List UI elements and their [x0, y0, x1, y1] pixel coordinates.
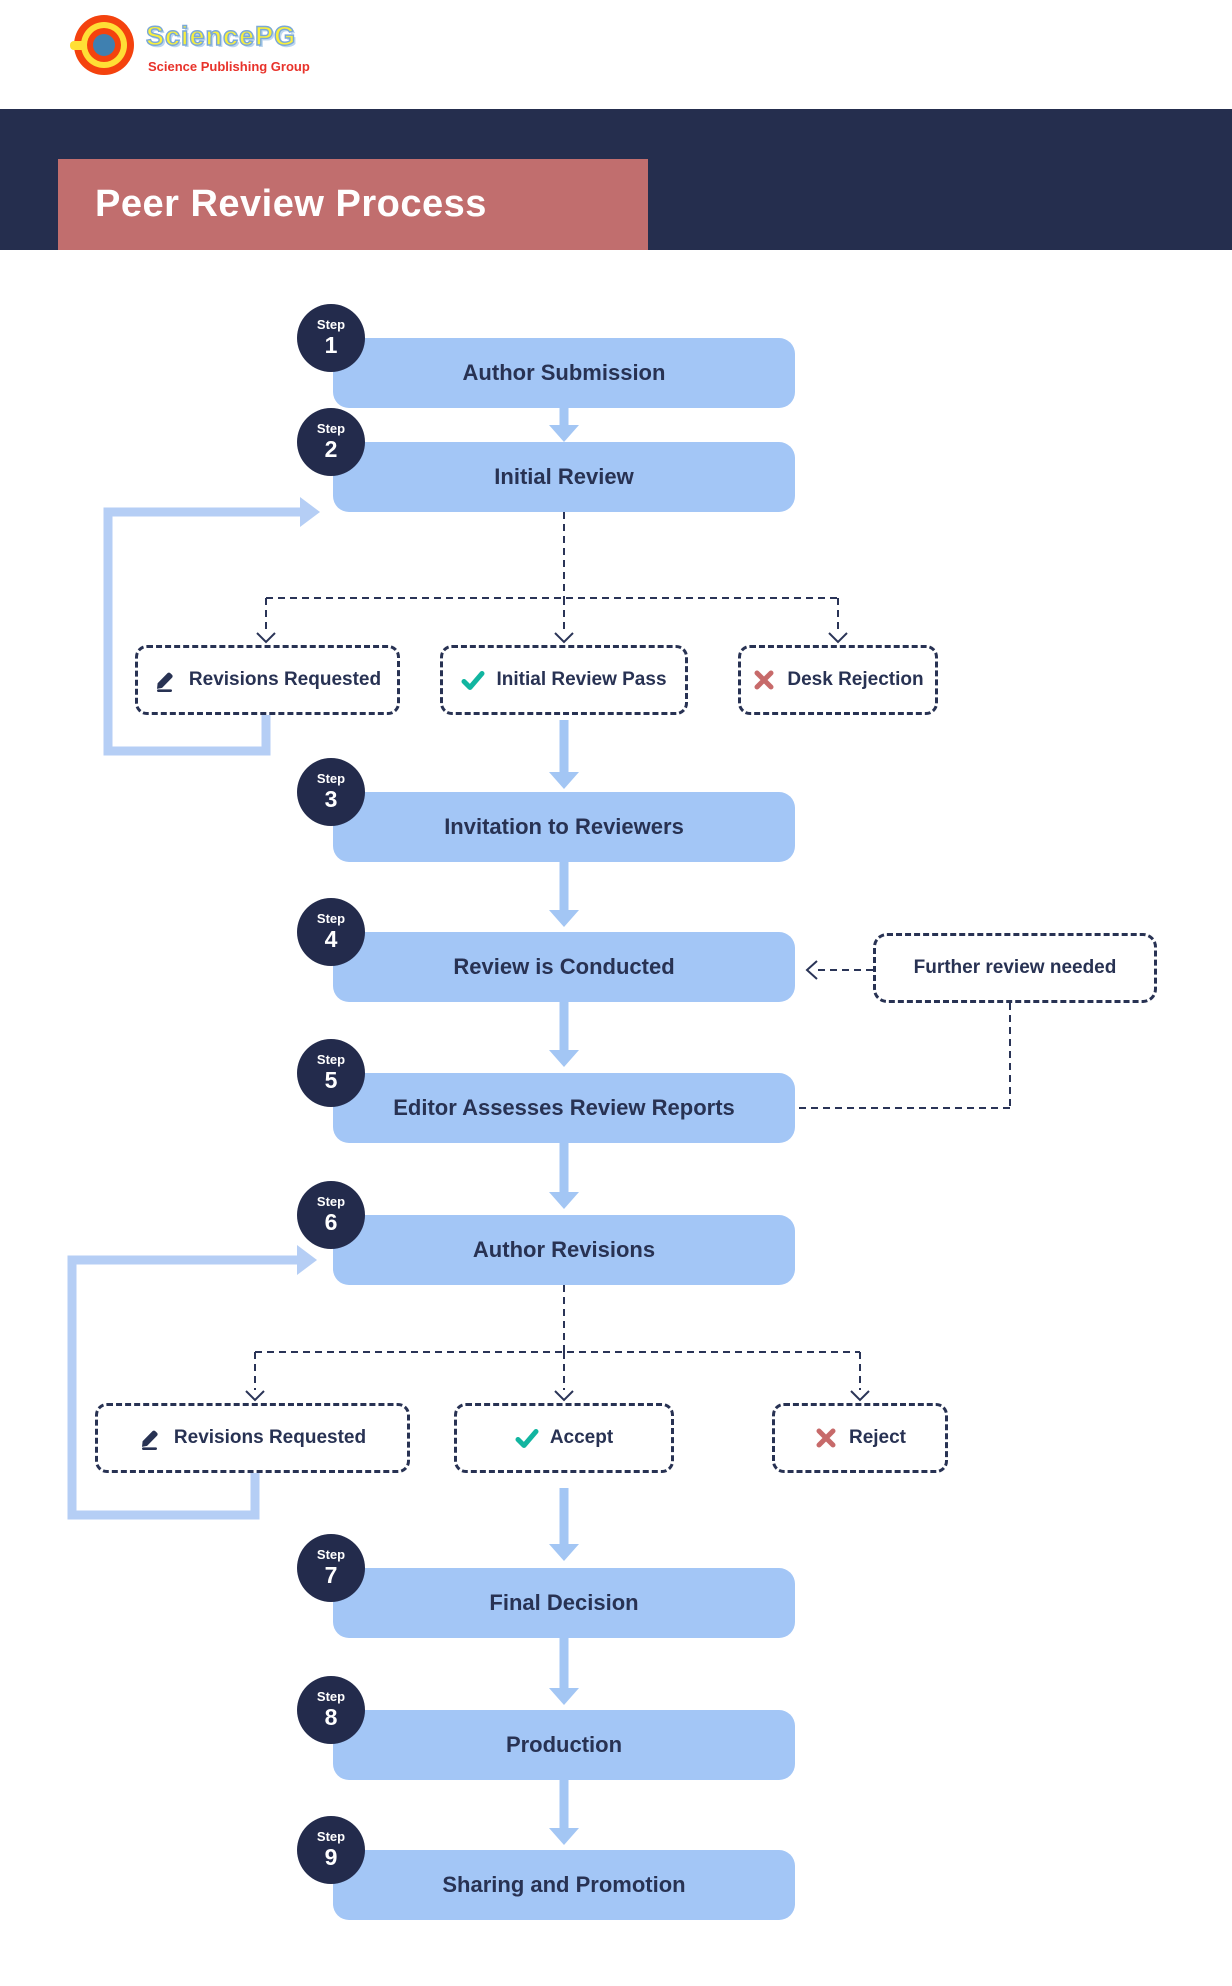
- check-icon: [461, 668, 485, 692]
- header: SciencePG Science Publishing Group: [0, 0, 1232, 109]
- page-title: Peer Review Process: [95, 183, 487, 225]
- outcome-accept: Accept: [454, 1403, 674, 1473]
- step-box-final-decision: Final Decision: [333, 1568, 795, 1638]
- sciencepg-rings-logo: [70, 15, 134, 75]
- logo-tagline: Science Publishing Group: [148, 59, 310, 74]
- title-box: Peer Review Process: [58, 159, 648, 250]
- step-box-sharing-and-promotion: Sharing and Promotion: [333, 1850, 795, 1920]
- outcome-revisions-requested-2: Revisions Requested: [95, 1403, 410, 1473]
- pencil-icon: [154, 668, 178, 692]
- step-box-review-is-conducted: Review is Conducted: [333, 932, 795, 1002]
- sciencepg-logo: SciencePG Science Publishing Group: [70, 13, 394, 93]
- step-box-author-revisions: Author Revisions: [333, 1215, 795, 1285]
- outcome-reject: Reject: [772, 1403, 948, 1473]
- step-box-author-submission: Author Submission: [333, 338, 795, 408]
- outcome-initial-review-pass: Initial Review Pass: [440, 645, 688, 715]
- step-box-editor-assesses-review-reports: Editor Assesses Review Reports: [333, 1073, 795, 1143]
- logo-name: SciencePG: [145, 20, 297, 51]
- check-icon: [515, 1426, 539, 1450]
- step-box-production: Production: [333, 1710, 795, 1780]
- outcome-desk-rejection: Desk Rejection: [738, 645, 938, 715]
- step-box-invitation-to-reviewers: Invitation to Reviewers: [333, 792, 795, 862]
- step-box-initial-review: Initial Review: [333, 442, 795, 512]
- pencil-icon: [139, 1426, 163, 1450]
- note-further-review-needed: Further review needed: [873, 933, 1157, 1003]
- outcome-revisions-requested-1: Revisions Requested: [135, 645, 400, 715]
- x-icon: [752, 668, 776, 692]
- x-icon: [814, 1426, 838, 1450]
